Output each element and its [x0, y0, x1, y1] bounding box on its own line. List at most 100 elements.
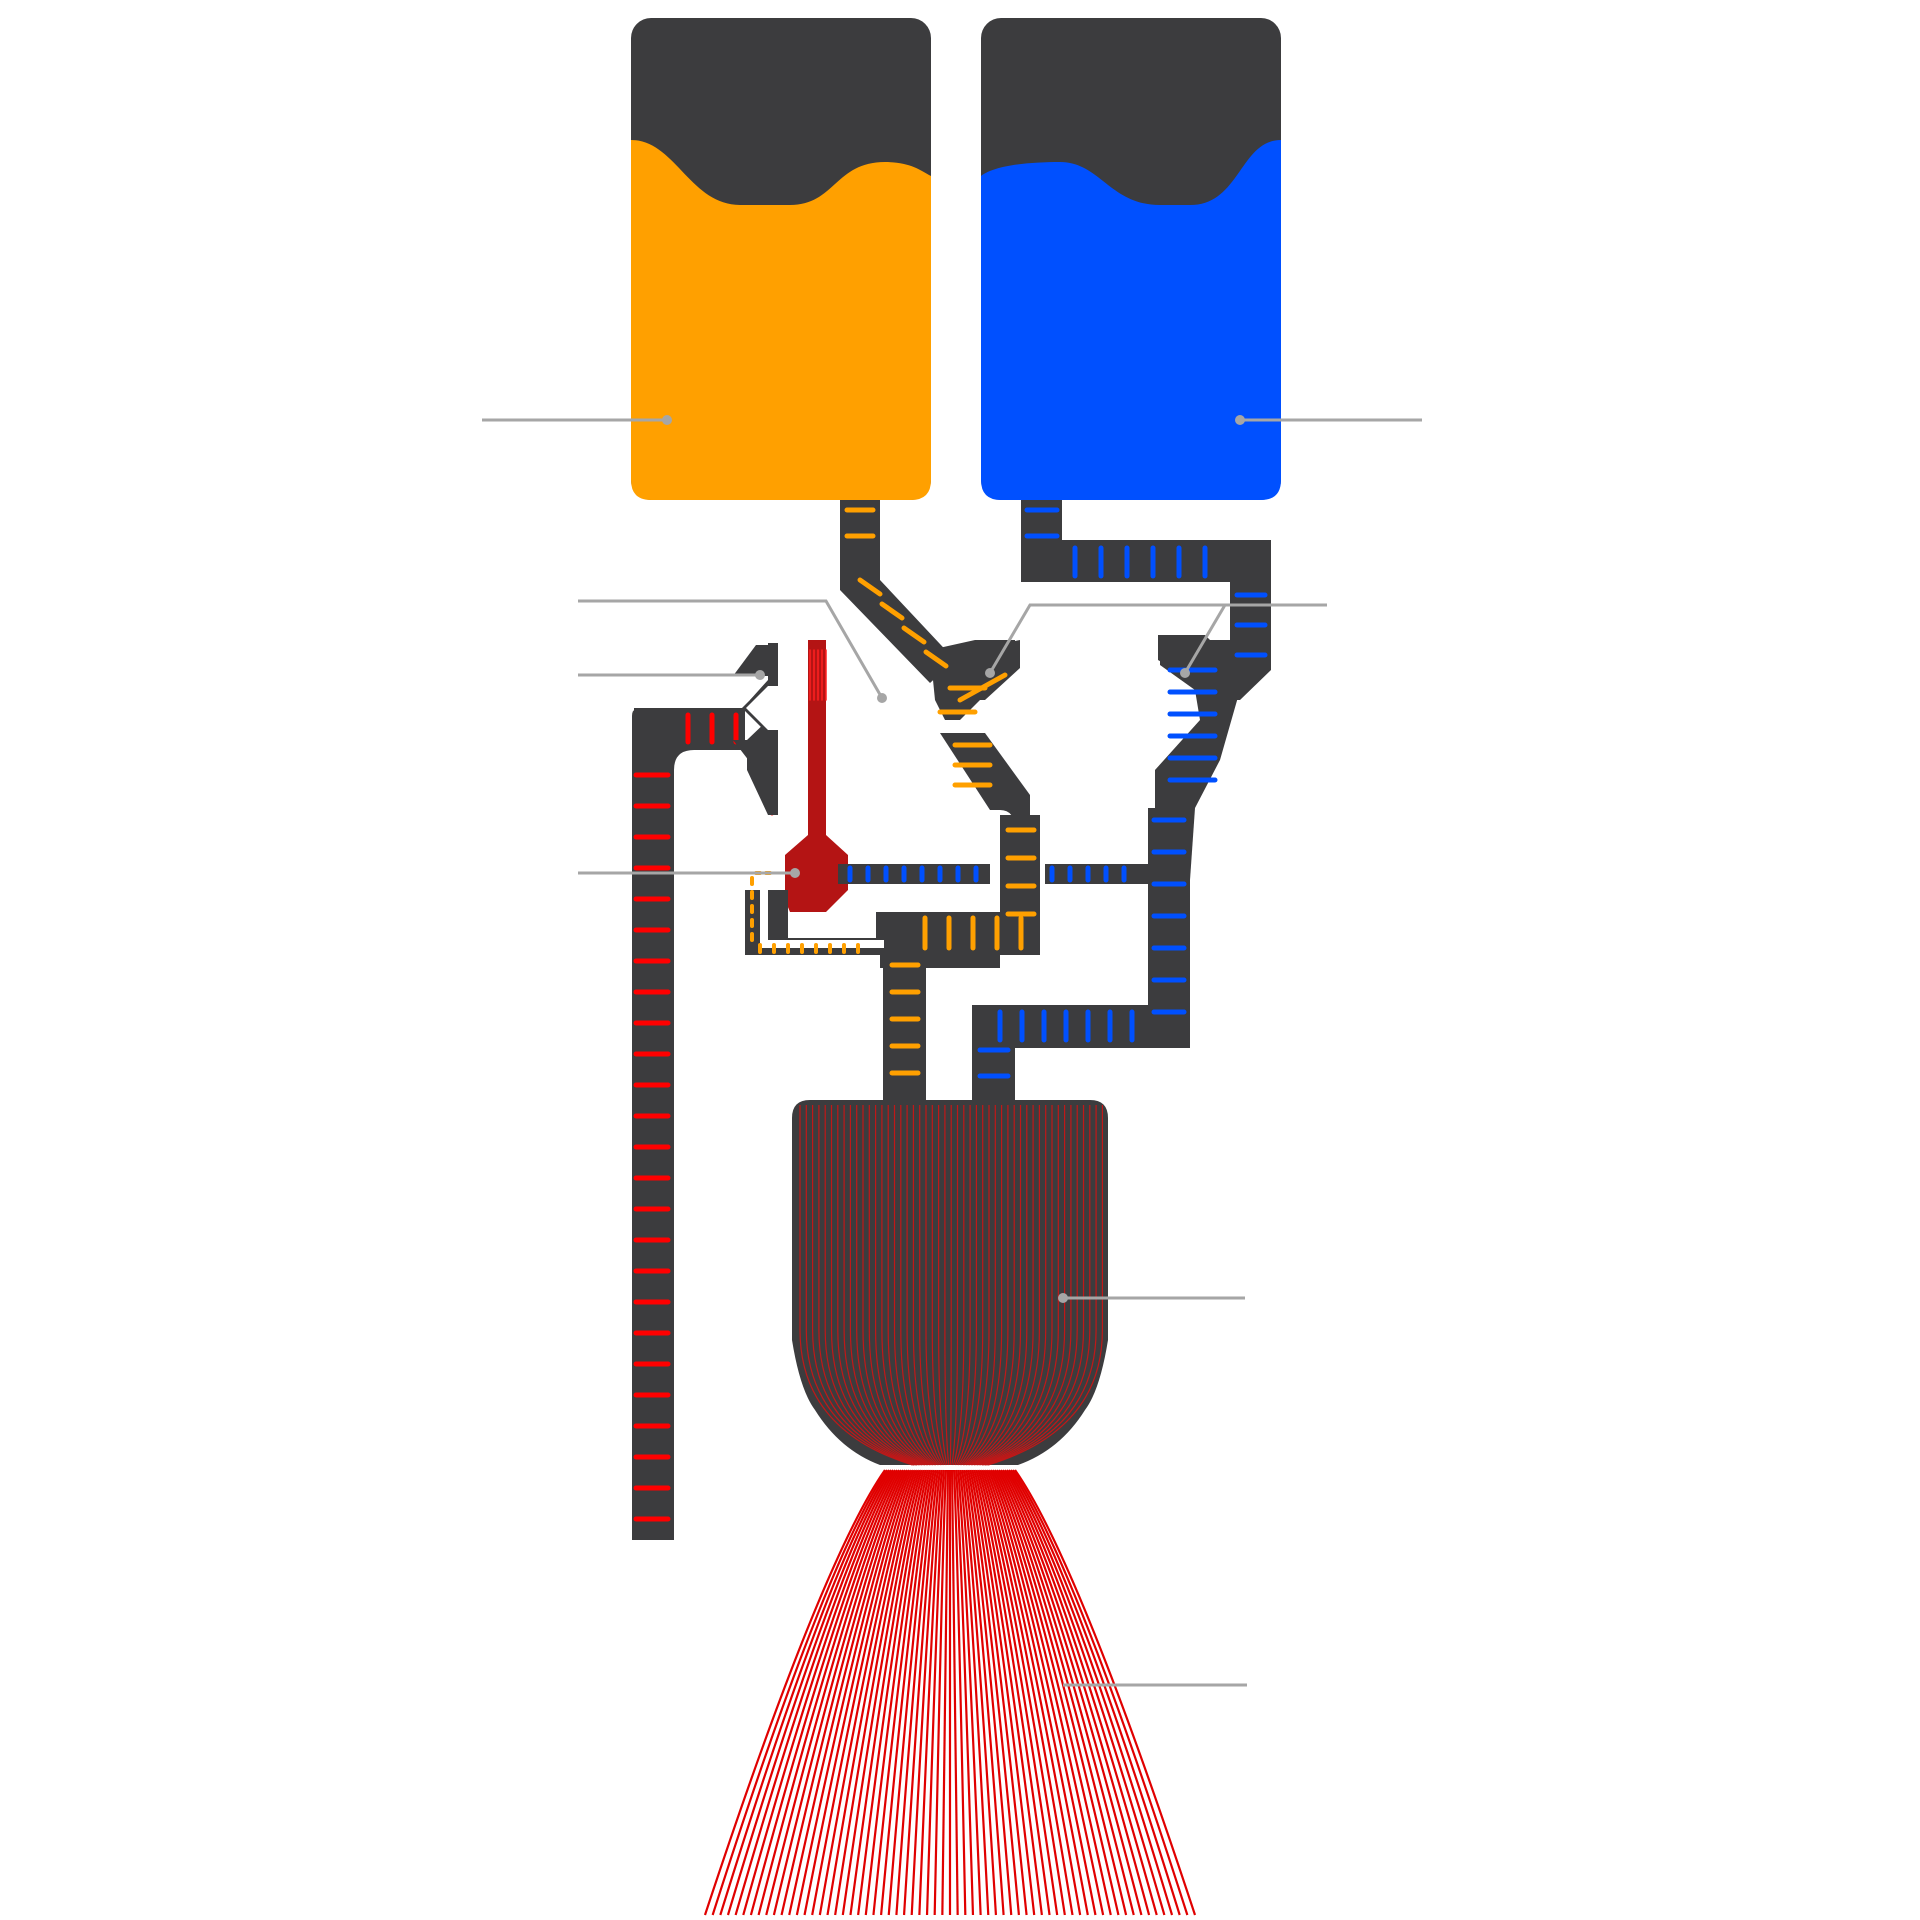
nozzle-channel [999, 1469, 1143, 1916]
chamber-channel [952, 1105, 965, 1466]
nozzle-channel [818, 1469, 917, 1916]
callouts [482, 415, 1422, 1687]
chamber-channel [962, 1105, 1003, 1466]
nozzle-channel [864, 1469, 929, 1916]
chamber-channel [949, 1105, 952, 1466]
chamber-channel [900, 1105, 939, 1466]
nozzle-channels [703, 1469, 1197, 1916]
chamber-channels [799, 1105, 1103, 1466]
chamber-channel [938, 1105, 948, 1466]
chamber-channel [967, 1105, 1022, 1466]
nozzle-channel [857, 1469, 927, 1916]
nozzle-channel [719, 1469, 890, 1916]
nozzle-channel [983, 1469, 1082, 1916]
nozzle-channel [887, 1469, 935, 1916]
turbine [733, 643, 822, 815]
nozzle-channel [1010, 1469, 1181, 1916]
nozzle-channel [780, 1469, 907, 1916]
oxidizer-stripes [847, 507, 1268, 1079]
chamber-channel [812, 1105, 916, 1466]
chamber-channel [893, 1105, 937, 1466]
chamber-channel [964, 1105, 1009, 1466]
chamber-channel [887, 1105, 935, 1466]
oxidizer-tank [981, 18, 1281, 500]
nozzle-channel [834, 1469, 921, 1916]
nozzle-channel [991, 1469, 1112, 1916]
nozzle-channel [925, 1469, 946, 1916]
chamber-channel [957, 1105, 984, 1466]
nozzle-channel [969, 1469, 1028, 1916]
nozzle-channel [1014, 1469, 1197, 1916]
chamber-channel [960, 1105, 996, 1466]
nozzle-channel [959, 1469, 990, 1916]
nozzle-channel [1001, 1469, 1151, 1916]
chamber-channel [972, 1105, 1040, 1466]
fuel-stripe [879, 601, 905, 621]
nozzle-channel [895, 1469, 937, 1916]
chamber-channel [987, 1105, 1103, 1466]
chamber-channel [856, 1105, 927, 1466]
nozzle-channel [997, 1469, 1135, 1916]
nozzle-channel [954, 1469, 975, 1916]
chamber-channel [919, 1105, 943, 1466]
gas-generator [785, 640, 848, 912]
callout-oxidizer-pump [1180, 604, 1227, 678]
nozzle-channel [879, 1469, 933, 1916]
chamber-channel [837, 1105, 923, 1466]
nozzle-channel [979, 1469, 1066, 1916]
nozzle-channel [989, 1469, 1105, 1916]
chamber-channel [975, 1105, 1053, 1466]
nozzle-channel [963, 1469, 1005, 1916]
chamber-channel [862, 1105, 929, 1466]
callout-turbine [578, 599, 887, 703]
chamber-channel [978, 1105, 1066, 1466]
nozzle-channel [703, 1469, 886, 1916]
chamber-channel [944, 1105, 950, 1466]
chamber-channel [830, 1105, 921, 1466]
chamber-channel [956, 1105, 977, 1466]
nozzle-channel [941, 1469, 950, 1916]
nozzle-channel [788, 1469, 909, 1916]
nozzle-channel [910, 1469, 941, 1916]
nozzle-channel [961, 1469, 998, 1916]
chamber-channel [881, 1105, 934, 1466]
chamber-channel [973, 1105, 1047, 1466]
nozzle-channel [995, 1469, 1128, 1916]
chamber-channel [976, 1105, 1059, 1466]
nozzle-channel [849, 1469, 925, 1916]
chamber-channel [954, 1105, 971, 1466]
nozzle-channel [726, 1469, 893, 1916]
nozzle-channel [1005, 1469, 1166, 1916]
chamber-channel [968, 1105, 1028, 1466]
nozzle-channel [965, 1469, 1013, 1916]
fuel-tank [631, 18, 931, 500]
chamber-channel [875, 1105, 932, 1466]
nozzle-channel [902, 1469, 939, 1916]
callout-fuel-tank [482, 415, 672, 425]
nozzle-channel [985, 1469, 1089, 1916]
chamber-channel [951, 1105, 959, 1466]
chamber-channel [912, 1105, 942, 1466]
nozzle-channel [971, 1469, 1036, 1916]
fuel-stripe [957, 672, 1008, 703]
callout-combustion-chamber [1058, 1293, 1245, 1303]
nozzle-channel [950, 1469, 959, 1916]
chamber-channel [849, 1105, 926, 1466]
nozzle-channel [734, 1469, 895, 1916]
nozzle-channel [742, 1469, 897, 1916]
nozzle-channel [1003, 1469, 1158, 1916]
chamber-channel [925, 1105, 945, 1466]
chamber-channel [931, 1105, 947, 1466]
nozzle-channel [803, 1469, 913, 1916]
nozzle-channel [977, 1469, 1059, 1916]
nozzle-channel [981, 1469, 1074, 1916]
chamber-channel [970, 1105, 1034, 1466]
nozzle-channel [967, 1469, 1021, 1916]
chamber-channel [984, 1105, 1091, 1466]
callout-oxidizer-tank [1235, 415, 1422, 425]
chamber-channel [843, 1105, 924, 1466]
chamber-channel [818, 1105, 918, 1466]
nozzle-channel [918, 1469, 943, 1916]
nozzle [703, 1469, 1197, 1916]
